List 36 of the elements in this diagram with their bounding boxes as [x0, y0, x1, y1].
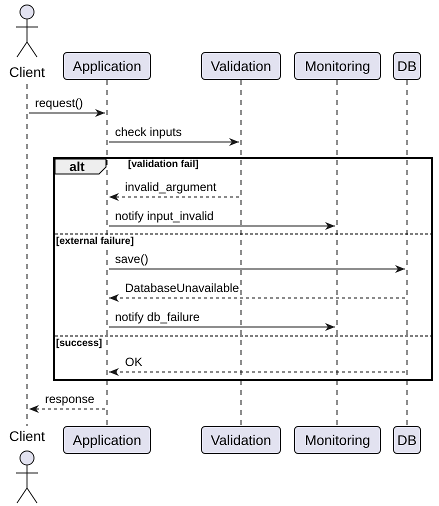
participant-box: Application [63, 52, 151, 80]
lifeline [405, 80, 409, 426]
message-label: invalid_argument [125, 180, 216, 194]
message-label: save() [115, 252, 148, 266]
message-arrow [108, 294, 406, 302]
message-arrow [28, 109, 106, 117]
message-label: notify input_invalid [115, 209, 214, 223]
message-arrow [108, 265, 406, 273]
lifeline [239, 80, 243, 426]
participant-box: Application [63, 426, 151, 454]
fragment-operator: alt [68, 159, 86, 174]
message-label: DatabaseUnavailable [125, 281, 240, 295]
message-arrow [108, 368, 406, 376]
message-arrow [108, 193, 240, 201]
guard-label: [external failure] [56, 236, 134, 247]
lifeline [25, 84, 29, 426]
message-arrow [108, 138, 240, 146]
message-arrow [108, 222, 336, 230]
message-label: request() [35, 96, 84, 110]
participant-box: DB [393, 426, 421, 454]
message-label: OK [125, 355, 142, 369]
participant-box: DB [393, 52, 421, 80]
message-arrow [108, 323, 336, 331]
actor-label: Client [8, 64, 46, 80]
message-label: notify db_failure [115, 310, 200, 324]
message-arrow [28, 405, 106, 413]
guard-label: [success] [56, 338, 102, 349]
message-label: response [45, 392, 94, 406]
actor-label: Client [8, 428, 46, 444]
participant-box: Monitoring [294, 426, 381, 454]
message-label: check inputs [115, 125, 182, 139]
participant-box: Validation [201, 52, 281, 80]
lifeline [335, 80, 339, 426]
participant-box: Monitoring [294, 52, 381, 80]
guard-label: [validation fail] [128, 159, 199, 170]
participant-box: Validation [201, 426, 281, 454]
